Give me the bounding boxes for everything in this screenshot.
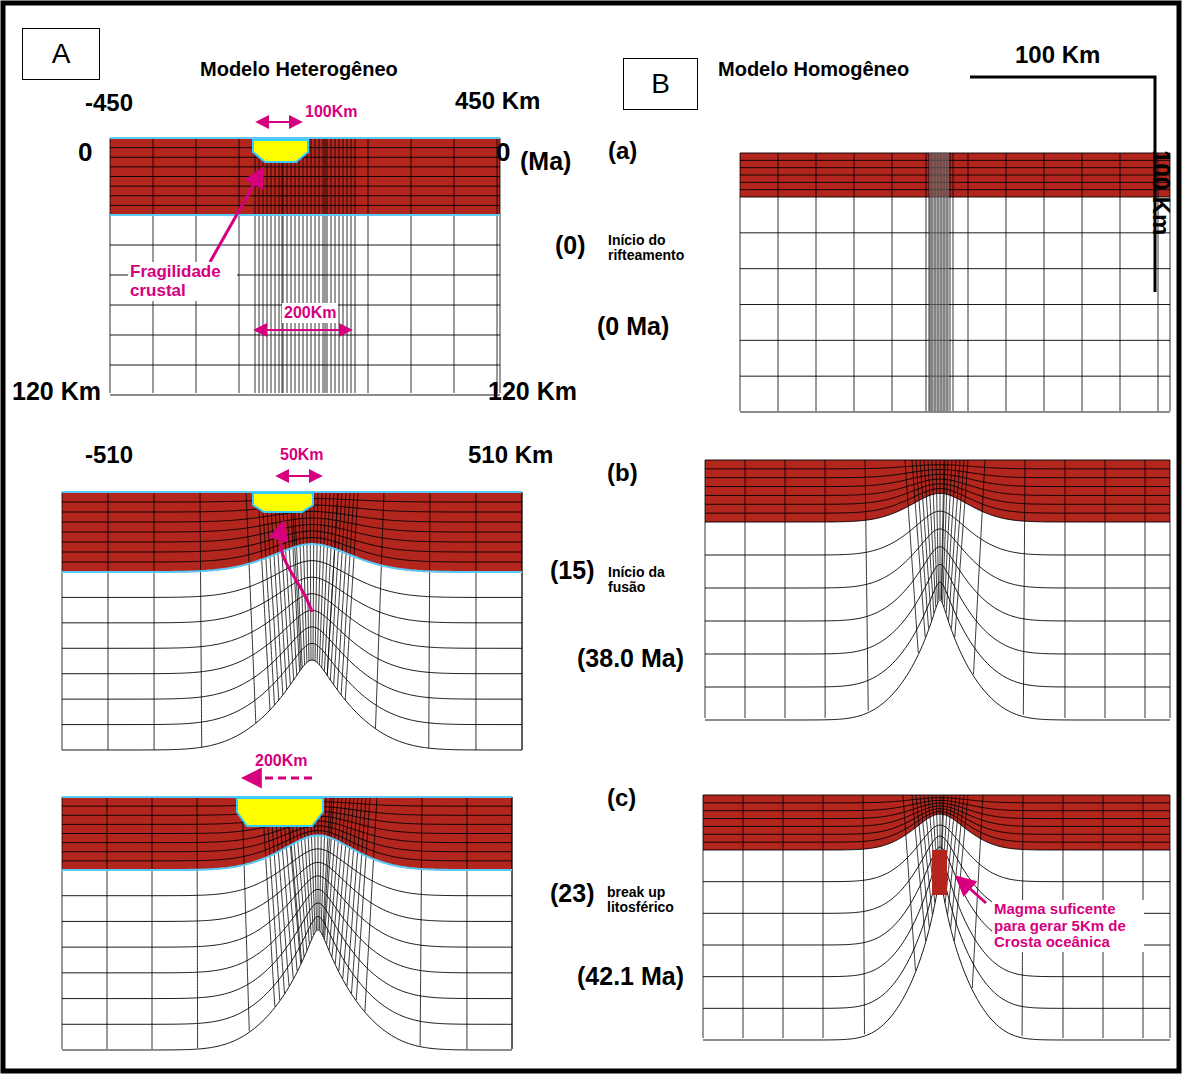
annotation-label: 100 Km [1015, 42, 1100, 68]
crustal-weakness [253, 140, 308, 162]
panel-letter: A [52, 38, 71, 70]
annotation-label: (a) [608, 138, 637, 164]
lithosphere-mesh [110, 138, 500, 395]
outer-frame [3, 3, 1179, 1071]
annotation-label: (0) [555, 232, 586, 260]
weak-zone [929, 153, 949, 412]
annotation-label: 0 [496, 138, 510, 167]
panel-tag: B [623, 58, 698, 110]
annotation-label: (38.0 Ma) [577, 645, 684, 673]
annotation-label: 450 Km [455, 88, 540, 114]
lithosphere-mesh [62, 797, 512, 1050]
annotation-label: Modelo Homogêneo [718, 58, 909, 80]
annotation-label: (0 Ma) [597, 313, 669, 341]
annotation-label: 200Km [255, 752, 307, 770]
panel-tag: A [22, 28, 100, 80]
annotation-label: break up litosférico [607, 885, 699, 916]
annotation-label: (15) [550, 557, 594, 585]
annotation-label: 120 Km [12, 378, 101, 406]
crustal-weakness [237, 798, 323, 826]
annotation-label: (c) [607, 785, 636, 811]
annotation-label: 0 [78, 138, 92, 167]
annotation-label: 200Km [282, 303, 338, 323]
annotation-label: 50Km [280, 446, 324, 464]
scale-bar [970, 77, 1155, 292]
annotation-arrows [210, 122, 986, 903]
panel-letter: B [651, 68, 670, 100]
annotation-label: Início da fusão [608, 565, 688, 596]
annotation-label: (42.1 Ma) [577, 963, 684, 991]
annotation-label: (Ma) [520, 148, 571, 176]
annotation-label: -450 [85, 90, 133, 116]
annotation-label: (b) [607, 460, 638, 486]
annotation-label: 120 Km [488, 378, 577, 406]
lithosphere-mesh [703, 795, 1170, 1040]
annotation-label: Início do rifteamento [608, 233, 703, 264]
lithosphere-mesh [62, 492, 522, 750]
magma-dike [932, 850, 947, 895]
lithosphere-mesh [705, 460, 1170, 720]
annotation-label: 100Km [305, 103, 357, 121]
crustal-weakness [253, 493, 313, 512]
annotation-label: (23) [550, 880, 594, 908]
annotation-label: 510 Km [468, 442, 553, 468]
annotation-label: 100 Km [1148, 150, 1174, 235]
annotation-label: Fragilidade crustal [128, 262, 237, 301]
annotation-label: Magma suficente para gerar 5Km de Crosta… [992, 900, 1144, 952]
annotation-label: -510 [85, 442, 133, 468]
lithosphere-mesh [740, 153, 1170, 412]
annotation-label: Modelo Heterogêneo [200, 58, 398, 80]
